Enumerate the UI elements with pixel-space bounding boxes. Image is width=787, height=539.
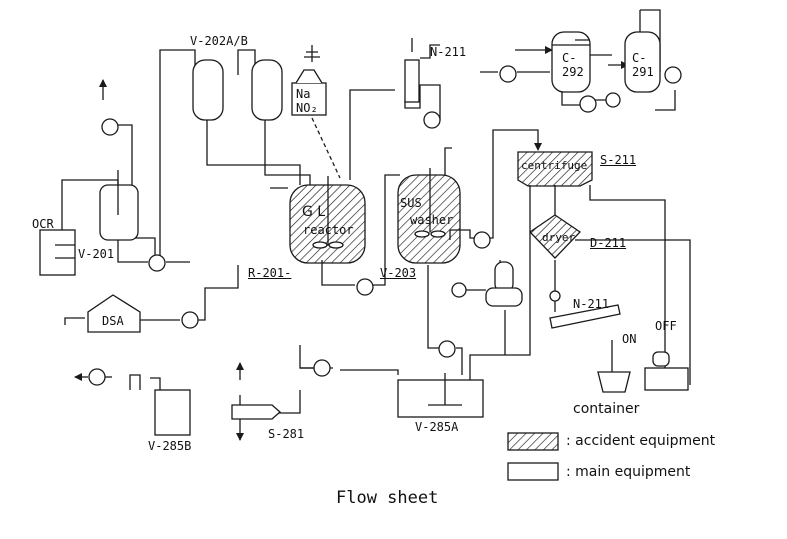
label-no2: NO₂: [296, 101, 318, 115]
pump: [101, 118, 119, 136]
column-c291: [624, 31, 661, 93]
drum-ocr: [39, 229, 76, 276]
agitators: [55, 39, 590, 406]
main-equipment: [39, 31, 689, 481]
label-c291-a: C-: [632, 51, 647, 65]
separator-s281: [231, 404, 281, 420]
label-c292-a: C-: [562, 51, 577, 65]
label-on: ON: [622, 332, 637, 346]
vessel-v201: [99, 184, 139, 241]
diagram-title: Flow sheet: [336, 488, 439, 508]
off-drum: [644, 367, 689, 391]
tank-dsa: [87, 294, 141, 333]
pump: [423, 111, 441, 129]
column-n211: [404, 59, 420, 103]
pump: [148, 254, 166, 272]
label-sus: SUS: [400, 196, 422, 210]
pump: [313, 359, 331, 377]
pump: [473, 231, 491, 249]
washer-v203: [397, 174, 461, 264]
label-d211: D-211: [590, 236, 627, 250]
label-s281: S-281: [268, 427, 305, 441]
label-container: container: [573, 401, 640, 417]
valve: [549, 290, 561, 302]
legend-main-swatch: [507, 462, 559, 481]
label-off: OFF: [655, 319, 677, 333]
label-dsa: DSA: [102, 314, 124, 328]
label-v201: V-201: [78, 247, 115, 261]
column-c292: [551, 31, 591, 93]
label-na: Na: [296, 87, 311, 101]
pump: [664, 66, 682, 84]
pump: [605, 92, 621, 108]
pump: [499, 65, 517, 83]
label-v285a: V-285A: [415, 420, 459, 434]
pump: [88, 368, 106, 386]
pump: [181, 311, 199, 329]
container-vessel: [597, 371, 631, 393]
label-v202: V-202A/B: [190, 34, 248, 48]
tank-v202b: [251, 59, 283, 121]
tank-v285b: [154, 389, 191, 436]
filter-bottom: [485, 287, 523, 307]
label-c292-b: 292: [562, 65, 584, 79]
label-s211: S-211: [600, 153, 637, 167]
label-ocr: OCR: [32, 217, 54, 231]
dryer-d211: [528, 214, 582, 259]
tank-v202a: [192, 59, 224, 121]
label-dryer: dryer: [542, 231, 576, 244]
label-reactor: reactor: [303, 223, 354, 237]
label-gl: G L: [302, 204, 326, 220]
legend-accident-label: : accident equipment: [566, 433, 716, 449]
legend-main-label: : main equipment: [566, 464, 691, 480]
label-c291-b: 291: [632, 65, 654, 79]
label-washer: washer: [410, 213, 454, 227]
label-v285b: V-285B: [148, 439, 192, 453]
conveyor-n211: [549, 304, 621, 329]
pump: [451, 282, 467, 298]
label-centrifuge: centrifuge: [521, 159, 588, 172]
label-r201: R-201-: [248, 266, 292, 280]
pipe-lines: [61, 9, 691, 441]
pump: [579, 95, 597, 113]
centrifuge-s211: [517, 151, 593, 187]
label-n211-mid: N-211: [573, 297, 610, 311]
legend-accident-swatch: [507, 432, 559, 451]
label-v203: V-203: [380, 266, 417, 280]
pump: [438, 340, 456, 358]
pumps: [88, 65, 682, 386]
pump: [356, 278, 374, 296]
label-n211-top: N-211: [430, 45, 467, 59]
tank-v285a: [397, 379, 484, 418]
hopper-top: [295, 69, 323, 84]
hopper-nano2: [291, 82, 327, 116]
off-hopper: [652, 351, 670, 367]
